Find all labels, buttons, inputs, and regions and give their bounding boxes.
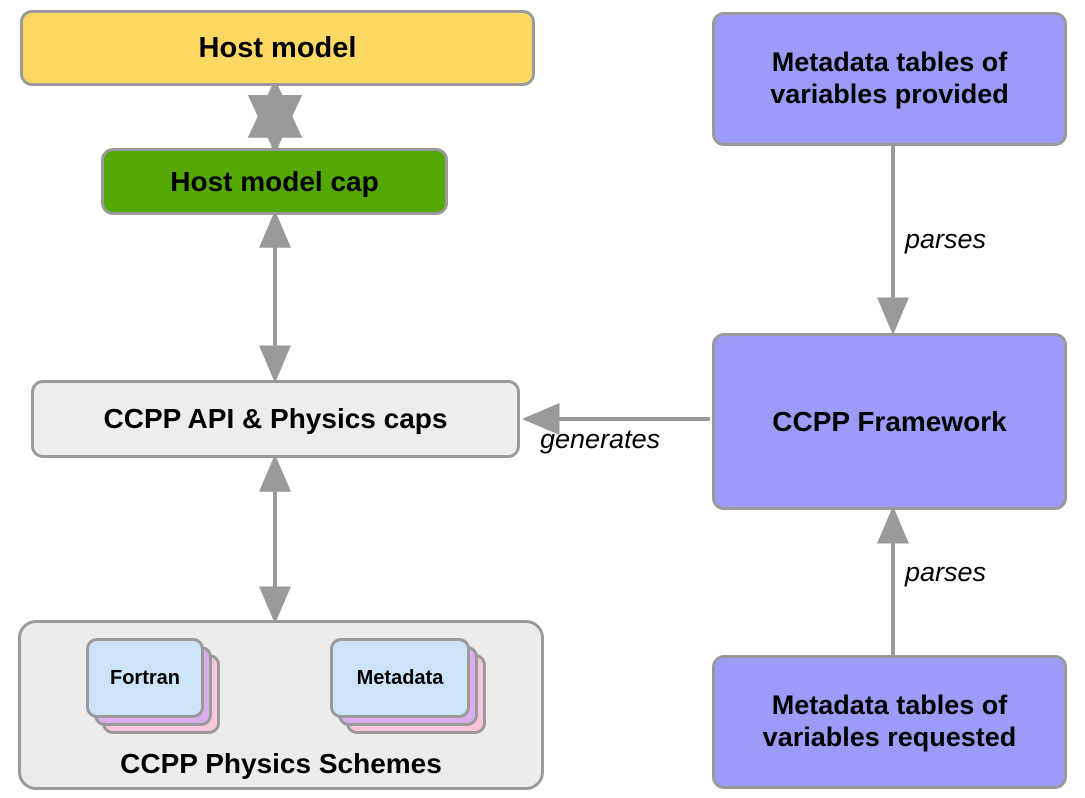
scheme-card-stack-metadata[interactable]: Metadata xyxy=(330,638,502,738)
edge-label-parses-bottom: parses xyxy=(905,557,987,587)
scheme-card-label-fortran: Fortran xyxy=(110,666,180,689)
node-physics-schemes-label: CCPP Physics Schemes xyxy=(120,748,442,779)
edge-label-parses-top: parses xyxy=(905,224,987,254)
node-metadata-tables-provided[interactable]: Metadata tables of variables provided xyxy=(712,12,1067,146)
scheme-card-stack-fortran[interactable]: Fortran xyxy=(86,638,236,738)
node-host-model-cap-label: Host model cap xyxy=(170,165,379,197)
scheme-card-front-fortran[interactable]: Fortran xyxy=(86,638,204,718)
node-ccpp-api-label: CCPP API & Physics caps xyxy=(103,403,448,435)
node-metadata-tables-requested-label: Metadata tables of variables requested xyxy=(762,690,1017,752)
node-metadata-tables-provided-label: Metadata tables of variables provided xyxy=(770,47,1009,109)
node-host-model-label: Host model xyxy=(198,31,357,64)
node-ccpp-api[interactable]: CCPP API & Physics caps xyxy=(31,380,520,458)
scheme-card-label-metadata: Metadata xyxy=(356,666,444,689)
node-host-model[interactable]: Host model xyxy=(20,10,535,86)
node-host-model-cap[interactable]: Host model cap xyxy=(101,148,448,215)
node-metadata-tables-requested[interactable]: Metadata tables of variables requested xyxy=(712,655,1067,789)
node-ccpp-framework[interactable]: CCPP Framework xyxy=(712,333,1067,510)
node-ccpp-framework-label: CCPP Framework xyxy=(772,405,1007,437)
edge-label-generates: generates xyxy=(540,424,661,454)
scheme-card-front-metadata[interactable]: Metadata xyxy=(330,638,470,718)
